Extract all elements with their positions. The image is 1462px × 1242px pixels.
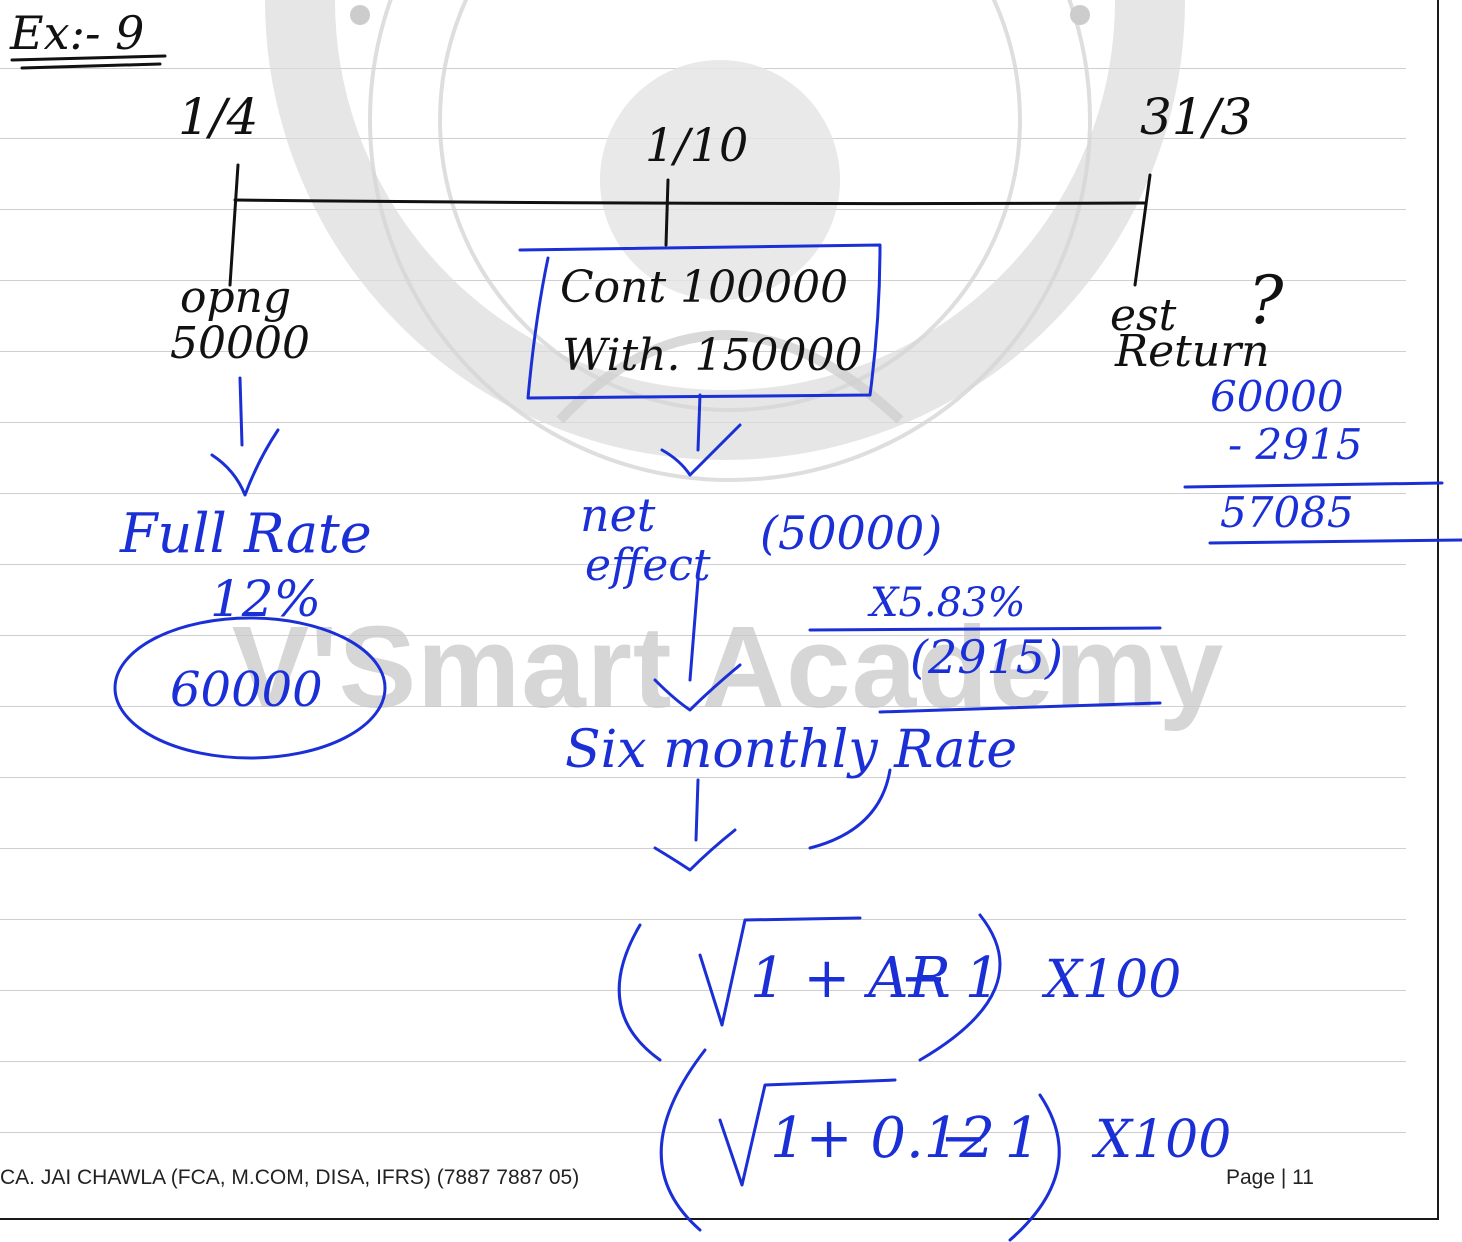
calc-line2: - 2915: [1228, 420, 1363, 469]
opening-amount: 50000: [170, 318, 310, 369]
net-label: net: [580, 488, 656, 542]
question-mark: ?: [1248, 262, 1284, 339]
calc-result: 57085: [1220, 488, 1354, 537]
watermark-text: V'Smart Academy: [231, 602, 1225, 732]
return-label: Return: [1115, 326, 1270, 377]
start-date: 1/4: [178, 88, 259, 146]
opening-result: 60000: [170, 662, 323, 718]
page-border: [0, 0, 1439, 1220]
opening-label: opng: [180, 272, 292, 323]
page-number: Page | 11: [1226, 1166, 1314, 1189]
formula-line2-expr: 1+ 0.12: [770, 1106, 996, 1171]
effect-label: effect: [585, 540, 711, 591]
multiplier: X5.83%: [870, 580, 1026, 626]
est-label: est: [1110, 290, 1177, 341]
calc-line1: 60000: [1210, 372, 1344, 421]
box-line2: With. 150000: [562, 330, 863, 381]
mid-date: 1/10: [645, 118, 749, 172]
formula-line1-minus: − 1: [900, 946, 1001, 1011]
rate-value: 12%: [210, 570, 322, 628]
net-result: (2915): [910, 630, 1063, 684]
footer-author: CA. JAI CHAWLA (FCA, M.COM, DISA, IFRS) …: [0, 1166, 580, 1189]
rate-label: Full Rate: [120, 502, 372, 565]
net-amount: (50000): [760, 506, 943, 560]
example-label: Ex:- 9: [10, 6, 145, 60]
formula-line2-times: X100: [1095, 1110, 1232, 1170]
box-line1: Cont 100000: [560, 262, 849, 313]
six-monthly-label: Six monthly Rate: [565, 720, 1018, 780]
formula-line1-expr: 1 + AR: [750, 946, 951, 1011]
formula-line2-minus: − 1: [940, 1106, 1041, 1171]
end-date: 31/3: [1140, 88, 1253, 146]
formula-line1-times: X100: [1045, 950, 1182, 1010]
